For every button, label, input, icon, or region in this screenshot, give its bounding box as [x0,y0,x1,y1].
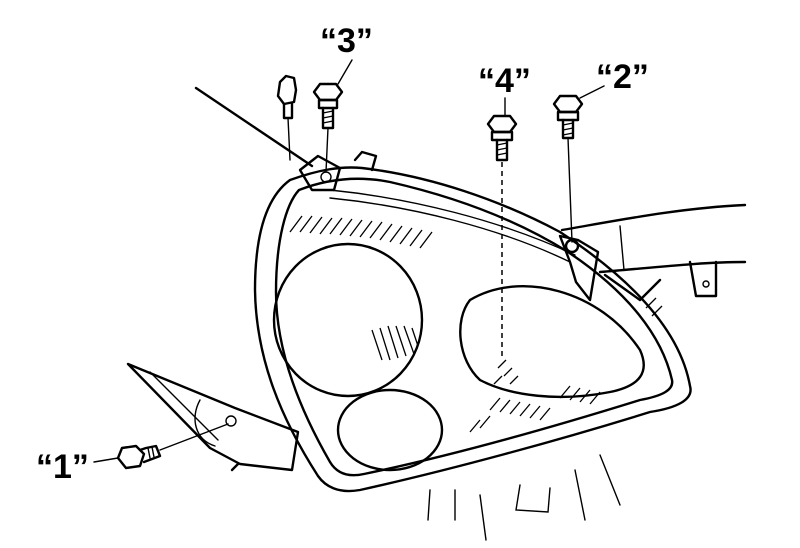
low-beam-lens [336,388,444,472]
bolt-3 [312,59,353,173]
bolt-2 [552,85,605,243]
clip-fastener [276,74,298,161]
mounting-tabs [298,150,600,302]
tab-3 [298,154,342,192]
side-reflector [459,285,645,399]
callout-3: “3” [320,22,373,60]
bolt-4 [486,97,518,360]
hood-edge-line [194,86,314,168]
callout-1: “1” [36,448,89,486]
housing-hatching [289,215,663,433]
callout-4: “4” [478,62,531,100]
high-beam-lens [272,242,424,398]
bolt-1 [93,423,229,470]
callout-2: “2” [596,58,649,96]
fender-panel [560,203,747,302]
headlamp-assembly [253,166,692,493]
lower-structure [427,454,621,541]
lower-bracket [126,362,300,472]
tab-2 [558,234,600,302]
